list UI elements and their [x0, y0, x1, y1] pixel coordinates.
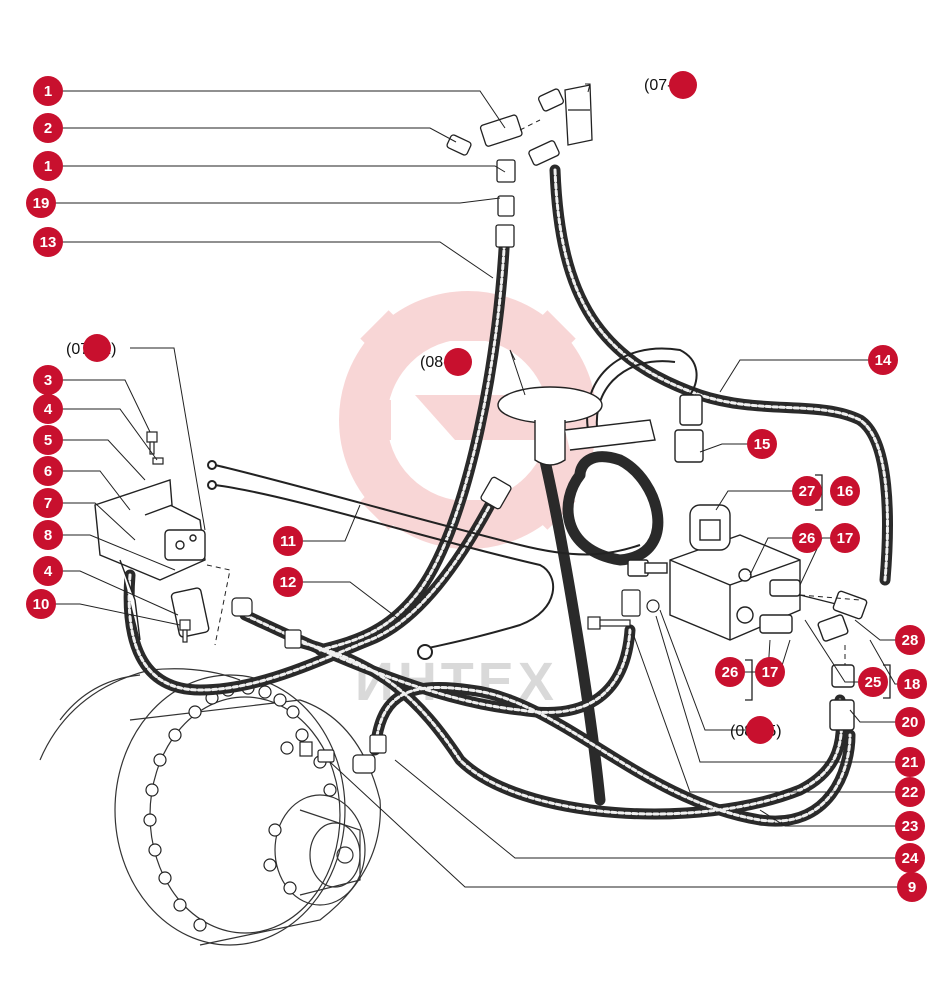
callout-badge-c6: [33, 456, 63, 486]
callout-label-c13: 13: [40, 234, 57, 251]
axle-hub-drawing: [39, 668, 381, 946]
callout-label-c5: 5: [44, 432, 52, 449]
motor-bolts: [146, 431, 191, 643]
callout-label-c24: 24: [902, 850, 919, 867]
callout-badge-c11: [273, 526, 303, 556]
callout-badge-c1a: [33, 76, 63, 106]
callout-label-c27: 27: [799, 483, 816, 500]
callout-badge-c18: [897, 669, 927, 699]
callout-badge-c3: [33, 365, 63, 395]
callout-badge-c26b: [715, 657, 745, 687]
callout-badge-c16: [830, 476, 860, 506]
callout-label-c21: 21: [902, 754, 919, 771]
dashed-lines: [206, 119, 861, 665]
callout-badge-c21: [895, 747, 925, 777]
reference-badges: [83, 71, 774, 744]
callout-label-c10: 10: [33, 596, 50, 613]
callout-badge-c7: [33, 488, 63, 518]
callout-badge-c5: [33, 425, 63, 455]
callout-badge-c24: [895, 843, 925, 873]
callout-label-c12: 12: [280, 574, 297, 591]
callout-label-c4a: 4: [44, 401, 53, 418]
callout-label-c22: 22: [902, 784, 919, 801]
callout-label-c8: 8: [44, 527, 52, 544]
callout-badge-c12: [273, 567, 303, 597]
callout-badge-c23: [895, 811, 925, 841]
callout-badge-c15: [747, 429, 777, 459]
callout-badge-c28: [895, 625, 925, 655]
leader-lines: [41, 83, 912, 888]
callout-label-c26a: 26: [799, 530, 816, 547]
callout-badge-c10: [26, 589, 56, 619]
callout-badge-c20: [895, 707, 925, 737]
callout-label-c17b: 17: [762, 664, 779, 681]
callout-badge-c22: [895, 777, 925, 807]
callout-badge-c27: [792, 476, 822, 506]
callout-badge-c26a: [792, 523, 822, 553]
callout-label-c7: 7: [44, 495, 52, 512]
callout-label-c2: 2: [44, 120, 52, 137]
callout-badge-c17b: [755, 657, 785, 687]
top-fittings: [446, 84, 593, 510]
callout-label-c17a: 17: [837, 530, 854, 547]
callout-badge-c8: [33, 520, 63, 550]
callout-label-c9: 9: [908, 879, 916, 896]
callout-label-c15: 15: [754, 436, 771, 453]
callout-label-c14: 14: [875, 352, 892, 369]
brackets: [745, 474, 891, 701]
callout-badge-c4a: [33, 394, 63, 424]
bolt-22: [587, 589, 660, 630]
callout-label-c3: 3: [44, 372, 52, 389]
callout-label-c11: 11: [280, 533, 296, 550]
callout-label-c20: 20: [902, 714, 919, 731]
hydraulic-motor: [94, 479, 210, 641]
callout-label-c16: 16: [837, 483, 854, 500]
callout-badge-c2: [33, 113, 63, 143]
callout-label-c19: 19: [33, 195, 50, 212]
callout-label-c25: 25: [865, 674, 882, 691]
callout-label-c6: 6: [44, 463, 52, 480]
hub-fittings: [231, 597, 387, 774]
valve-block: [627, 394, 868, 731]
callout-badge-c14: [868, 345, 898, 375]
callout-label-c4b: 4: [44, 563, 53, 580]
callout-badge-c4b: [33, 556, 63, 586]
callout-label-c26b: 26: [722, 664, 739, 681]
callout-label-c1b: 1: [44, 158, 52, 175]
callout-badge-c25: [858, 667, 888, 697]
callout-badge-c17a: [830, 523, 860, 553]
oil-tank: [497, 386, 656, 466]
callout-label-c23: 23: [902, 818, 919, 835]
callout-badge-c13: [33, 227, 63, 257]
callout-badge-c9: [897, 872, 927, 902]
reference-labels: (07-08) (07-11) (08-01) (08-35): [66, 77, 782, 740]
hoses: [123, 164, 893, 827]
callout-label-c1a: 1: [44, 83, 52, 100]
callout-badge-c1b: [33, 151, 63, 181]
callout-label-c28: 28: [902, 632, 919, 649]
callout-label-c18: 18: [904, 676, 921, 693]
callout-badge-c19: [26, 188, 56, 218]
